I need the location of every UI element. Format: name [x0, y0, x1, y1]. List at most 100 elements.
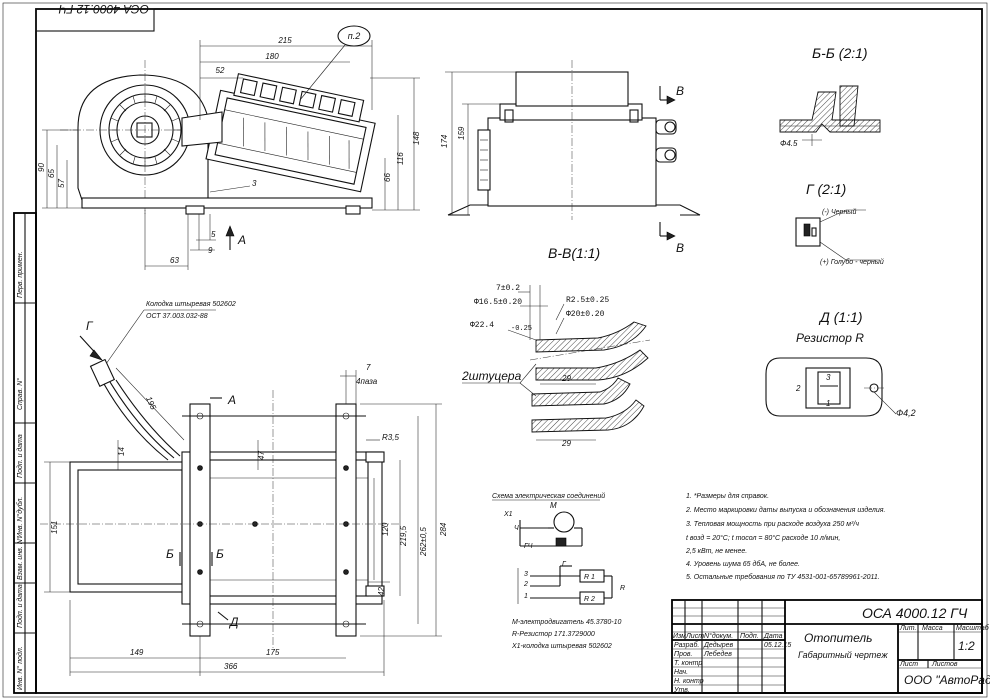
tb-code: ОСА 4000.12 ГЧ: [862, 605, 968, 621]
connector-note-2: ОСТ 37.003.032-88: [146, 313, 208, 320]
schema-r1: R 1: [584, 574, 595, 581]
sidebar-podp2: Подп. и дата: [16, 584, 24, 628]
dim-284: 284: [439, 522, 448, 537]
tb-utv: Утв.: [673, 687, 690, 694]
section-vv: В-В(1:1) 7±0.2 Ф16.5±0.20 R2.5±0.25 Ф20±…: [461, 245, 651, 448]
dim-63: 63: [170, 256, 179, 265]
sidebar-inv-podl: Инв. N° подл.: [16, 646, 24, 690]
electrical-schema: Схема электрическая соединений X1 Ч ГЧ M…: [492, 492, 625, 650]
dim-180: 180: [265, 52, 279, 61]
rotated-code-text: ОСА 4000.12 ГЧ: [58, 2, 149, 16]
dim-149: 149: [130, 648, 144, 657]
tb-podp: Подп.: [740, 632, 759, 640]
schema-ch: Ч: [514, 525, 519, 532]
dim-366: 366: [224, 662, 238, 671]
vv-7: 7±0.2: [496, 284, 520, 293]
view-g: Г (2:1) (-) Черный (+) Голубо - черный: [795, 181, 884, 266]
tb-list: Лист: [899, 661, 918, 668]
schema-legend-1: М-электродвигатель 45.3780-10: [512, 618, 621, 626]
dim-3: 3: [252, 179, 257, 188]
schema-x1: X1: [503, 511, 513, 518]
tb-listov: Листов: [931, 661, 958, 668]
tb-prov-name: Лебедев: [703, 650, 732, 658]
dim-7: 7: [366, 363, 371, 372]
note-1: 1. *Размеры для справок.: [686, 492, 769, 500]
dim-65: 65: [47, 169, 56, 178]
tb-list-col: Лист: [685, 633, 704, 640]
schema-n2: 2: [523, 581, 528, 588]
dim-174: 174: [440, 134, 449, 148]
tb-company: ООО "АвтоРад": [904, 673, 990, 687]
schema-legend-2: R-Резистор 171.3729000: [512, 631, 595, 638]
d-hole: Ф4,2: [896, 408, 916, 418]
tb-razrab-name: Дедырев: [703, 641, 734, 649]
front-view: 215 180 52 п.2 90 65 57 66 116 148 3: [37, 25, 421, 270]
tb-prov: Пров.: [674, 651, 693, 658]
section-a-bottom: A: [227, 393, 236, 407]
title-g: Г (2:1): [806, 181, 846, 197]
tb-massa: Масса: [922, 625, 943, 632]
dim-9: 9: [208, 246, 213, 255]
tb-ndoc: N°докум.: [704, 632, 733, 640]
section-b1: Б: [166, 547, 174, 561]
dim-175: 175: [266, 648, 280, 657]
side-view: 174 159 B B: [440, 60, 701, 255]
vv-phi165: Ф16.5±0.20: [474, 298, 522, 307]
schema-r: R: [620, 585, 625, 592]
dim-52: 52: [216, 66, 225, 75]
vv-r25: R2.5±0.25: [566, 296, 609, 305]
tb-izm: Изм: [673, 633, 686, 640]
top-view: Колодка штыревая 502602 ОСТ 37.003.032-8…: [40, 300, 448, 676]
section-a-top: A: [237, 233, 246, 247]
note-3: 3. Тепловая мощность при расходе воздуха…: [686, 520, 859, 528]
technical-notes: 1. *Размеры для справок. 2. Место маркир…: [685, 492, 886, 581]
tb-nach: Нач.: [674, 669, 688, 676]
dim-151: 151: [50, 521, 59, 534]
note-4: 4. Уровень шума 65 дбА, не более.: [686, 560, 800, 568]
title-vv: В-В(1:1): [548, 245, 600, 261]
section-bb: Б-Б (2:1) Ф4.5: [779, 45, 881, 148]
dim-116: 116: [396, 152, 405, 165]
vv-phi224: Ф22.4: [470, 321, 494, 330]
sidebar-vzam: Взам. инв. N°: [16, 536, 24, 580]
view-d: Д (1:1) Резистор R 3 2 1 Ф4,2: [765, 309, 916, 418]
note-marker-p2: п.2: [348, 31, 360, 41]
section-b2: Б: [216, 547, 224, 561]
d-pin1: 1: [826, 399, 830, 408]
title-resistor: Резистор R: [796, 331, 864, 345]
tb-masshtab: Масштаб: [956, 624, 990, 632]
schema-n1: 1: [524, 593, 528, 600]
schema-r2: R 2: [584, 596, 595, 603]
left-sidebar: Перв. примен. Справ. N° Подп. и дата Инв…: [13, 212, 37, 694]
note-2: 2. Место маркировки даты выпуска и обозн…: [685, 506, 886, 514]
tb-subtitle: Габаритный чертеж: [798, 650, 888, 660]
dim-5: 5: [211, 230, 216, 239]
dim-148: 148: [412, 131, 421, 145]
dim-90: 90: [37, 163, 46, 172]
vv-29a: 29: [561, 374, 571, 383]
schema-legend-3: Х1-колодка штыревая 502602: [511, 642, 612, 650]
vv-phi20: Ф20±0.20: [566, 310, 605, 319]
dim-42: 42: [377, 587, 386, 596]
note-3b: t возд = 20°С; t тосол = 80°С расходе 10…: [686, 534, 840, 542]
dim-14: 14: [117, 447, 126, 456]
dim-262: 262±0,5: [419, 527, 428, 557]
note-5: 5. Остальные требования по ТУ 4531-001-6…: [686, 573, 880, 581]
vv-29b: 29: [561, 439, 571, 448]
title-bb: Б-Б (2:1): [812, 45, 868, 61]
sidebar-podp1: Подп. и дата: [16, 434, 24, 478]
connector-note-1: Колодка штыревая 502602: [146, 300, 236, 308]
section-b-top: B: [676, 84, 684, 98]
tb-date: 05.12.15: [764, 642, 791, 649]
tb-name: Отопитель: [804, 631, 873, 645]
title-d: Д (1:1): [818, 309, 863, 325]
dim-4paza: 4паза: [356, 377, 378, 386]
section-d: Д: [228, 615, 239, 629]
dim-47: 47: [257, 451, 266, 460]
d-pin3: 3: [826, 373, 831, 382]
tb-razrab: Разраб.: [674, 641, 699, 649]
rotated-code-box: ОСА 4000.12 ГЧ: [35, 2, 155, 32]
sidebar-perv: Перв. примен.: [17, 251, 24, 298]
